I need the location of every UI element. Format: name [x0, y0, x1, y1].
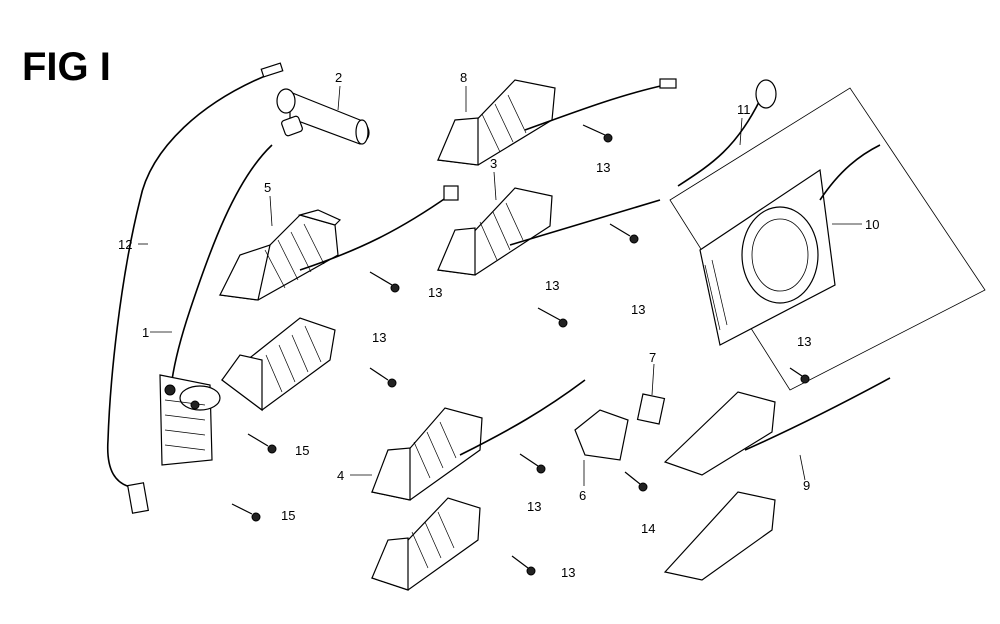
callout-14: 14: [641, 521, 655, 536]
callout-9: 9: [803, 478, 810, 493]
callout-13-g: 13: [527, 499, 541, 514]
callout-6: 6: [579, 488, 586, 503]
callout-5: 5: [264, 180, 271, 195]
callout-12: 12: [118, 237, 132, 252]
callout-4: 4: [337, 468, 344, 483]
leader-lines: [138, 85, 862, 486]
left-lower-coil: [221, 317, 336, 412]
callout-13-e: 13: [372, 330, 386, 345]
part-6-bracket: [574, 409, 629, 461]
callout-1: 1: [142, 325, 149, 340]
part-3-charge-coil: [436, 187, 661, 276]
bolts: [231, 124, 810, 576]
part-12-ignition-cable: [106, 62, 284, 514]
part-9-coil-pair: [663, 377, 891, 581]
callout-10: 10: [865, 217, 879, 232]
callout-13-h: 13: [561, 565, 575, 580]
callout-13-a: 13: [596, 160, 610, 175]
part-7-clip: [636, 393, 666, 425]
lower-center-coil: [370, 497, 481, 591]
part-4-pulser-coil: [370, 379, 586, 501]
callout-2: 2: [335, 70, 342, 85]
callout-13-c: 13: [545, 278, 559, 293]
callout-13-d: 13: [631, 302, 645, 317]
callout-3: 3: [490, 156, 497, 171]
callout-11: 11: [737, 102, 751, 117]
callout-13-b: 13: [428, 285, 442, 300]
part-10-stator-assembly: [669, 87, 986, 391]
part-11-lead-wire: [677, 79, 777, 187]
part-1-ignition-coil: [159, 144, 273, 466]
part-5-charge-coil: [218, 185, 459, 301]
callout-8: 8: [460, 70, 467, 85]
figure-title: FIG I: [22, 45, 111, 89]
callout-15-a: 15: [295, 443, 309, 458]
callout-15-b: 15: [281, 508, 295, 523]
part-8-exciter-coil: [436, 78, 677, 166]
part-2-plug-cap: [276, 88, 370, 145]
callout-13-f: 13: [797, 334, 811, 349]
callout-7: 7: [649, 350, 656, 365]
